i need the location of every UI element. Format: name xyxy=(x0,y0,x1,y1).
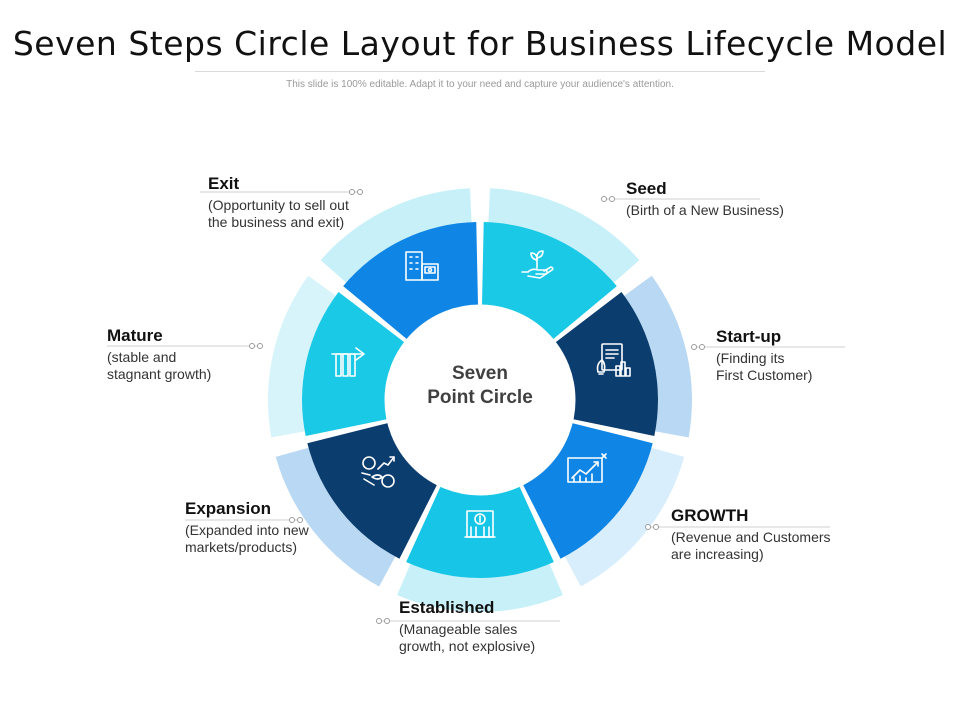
step-title: Established xyxy=(399,598,495,617)
connector-dot xyxy=(289,517,295,523)
step-label-mature: Mature (stable and stagnant growth) xyxy=(107,326,211,383)
step-description: (Finding its First Customer) xyxy=(716,350,813,383)
exchange-cycle-icon xyxy=(361,456,395,488)
outer-arc-growth xyxy=(564,447,685,587)
step-label-seed: Seed (Birth of a New Business) xyxy=(626,179,784,219)
connector-dot xyxy=(645,524,651,530)
connector-dot xyxy=(653,524,659,530)
center-hub xyxy=(384,304,576,496)
outer-arc-established xyxy=(397,563,563,612)
connector-dot xyxy=(384,618,390,624)
connector-dot xyxy=(257,343,263,349)
step-title: GROWTH xyxy=(671,506,749,525)
label-connectors xyxy=(107,189,845,624)
connector-dot xyxy=(297,517,303,523)
connector-dot xyxy=(349,189,355,195)
connector-dot xyxy=(357,189,363,195)
segment-exit xyxy=(343,222,479,340)
connector-dot xyxy=(376,618,382,624)
outer-arc-seed xyxy=(488,188,640,283)
title-divider xyxy=(195,71,765,72)
step-description: (Birth of a New Business) xyxy=(626,202,784,218)
step-label-exit: Exit (Opportunity to sell out the busine… xyxy=(208,174,349,231)
step-description: (stable and stagnant growth) xyxy=(107,349,212,382)
bank-building-icon xyxy=(464,510,496,538)
center-label-line2: Point Circle xyxy=(427,387,533,408)
rocket-document-icon xyxy=(596,343,631,377)
center-label: Seven Point Circle xyxy=(400,362,560,410)
slide-subtitle: This slide is 100% editable. Adapt it to… xyxy=(286,79,674,90)
outer-arc-expansion xyxy=(275,447,396,587)
center-label-line1: Seven xyxy=(452,363,508,384)
step-label-growth: GROWTH (Revenue and Customers are increa… xyxy=(671,506,831,563)
slide-title: Seven Steps Circle Layout for Business L… xyxy=(12,24,948,63)
step-description: (Opportunity to sell out the business an… xyxy=(208,197,349,230)
step-label-startup: Start-up (Finding its First Customer) xyxy=(716,327,812,384)
step-title: Mature xyxy=(107,326,163,345)
segment-start-up xyxy=(554,291,658,436)
connector-dot xyxy=(699,344,705,350)
building-money-icon xyxy=(405,251,439,281)
step-title: Seed xyxy=(626,179,667,198)
segment-seed xyxy=(481,222,617,340)
outer-arc-exit xyxy=(320,188,472,283)
pillars-arrow-icon xyxy=(331,347,365,377)
connector-dot xyxy=(249,343,255,349)
connector-dot xyxy=(609,196,615,202)
step-title: Start-up xyxy=(716,327,782,346)
connector-dot xyxy=(601,196,607,202)
outer-arc-start-up xyxy=(624,275,693,438)
step-label-established: Established (Manageable sales growth, no… xyxy=(399,598,535,655)
outer-arc-mature xyxy=(268,275,336,438)
step-title: Expansion xyxy=(185,499,271,518)
outer-arc-ring xyxy=(268,188,693,612)
connector-dot xyxy=(691,344,697,350)
step-description: (Revenue and Customers are increasing) xyxy=(671,529,831,562)
step-description: (Manageable sales growth, not explosive) xyxy=(399,621,536,654)
step-description: (Expanded into new markets/products) xyxy=(185,522,309,555)
step-title: Exit xyxy=(208,174,240,193)
step-label-expansion: Expansion (Expanded into new markets/pro… xyxy=(185,499,309,556)
segment-established xyxy=(406,485,554,579)
segment-mature xyxy=(302,291,406,436)
growth-chart-icon xyxy=(567,453,607,483)
plant-in-hand-icon xyxy=(521,250,554,279)
